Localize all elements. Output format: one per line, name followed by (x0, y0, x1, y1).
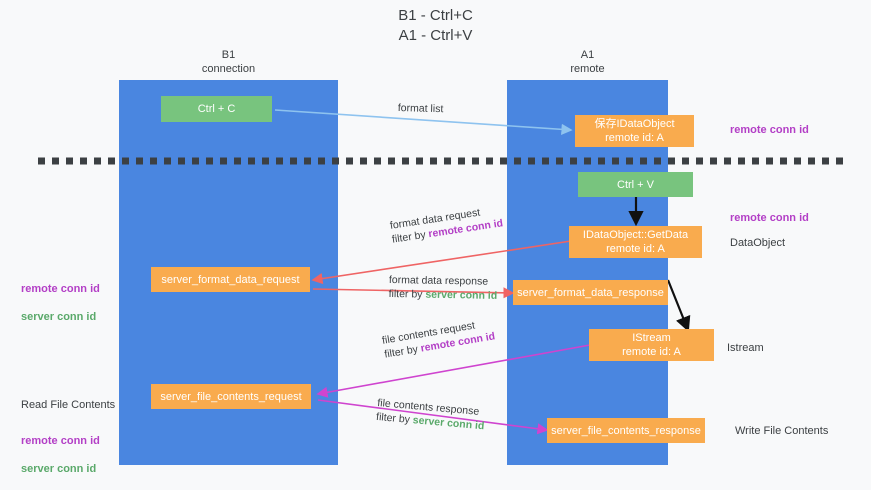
node-save-idataobject[interactable]: 保存IDataObject remote id: A (575, 115, 694, 147)
edge-label-format-list-text: format list (397, 101, 444, 116)
node-server-file-contents-request[interactable]: server_file_contents_request (151, 384, 311, 409)
annotation-remote-conn-id-mid: remote conn id (730, 212, 809, 224)
annotation-left-server-conn-id: server conn id (21, 311, 97, 323)
node-ctrl-c[interactable]: Ctrl + C (161, 96, 272, 122)
annotation-left-server-conn-id-2: server conn id (21, 463, 97, 475)
edge-label-format-list: format list (398, 101, 444, 116)
lane-header-a1: A1 remote (570, 49, 605, 75)
annotation-istream: Istream (727, 342, 764, 354)
edge-label-file-contents-request: file contents request filter by remote c… (381, 316, 496, 362)
edge-label-format-data-request: format data request filter by remote con… (389, 202, 504, 246)
annotation-read-file-contents: Read File Contents (21, 399, 116, 411)
annotation-remote-conn-id-top: remote conn id (730, 124, 809, 136)
annotation-left-read-file-contents-group: Read File Contents remote conn id server… (21, 384, 115, 490)
annotation-left-conn-ids: remote conn id server conn id (21, 268, 100, 338)
annotation-left-remote-conn-id: remote conn id (21, 283, 100, 295)
node-server-file-contents-response[interactable]: server_file_contents_response (547, 418, 705, 443)
node-server-format-data-request[interactable]: server_format_data_request (151, 267, 310, 292)
annotation-left-remote-conn-id-2: remote conn id (21, 435, 100, 447)
diagram-canvas: B1 - Ctrl+C A1 - Ctrl+V B1 connection A1… (21, 7, 850, 475)
node-server-format-data-response[interactable]: server_format_data_response (513, 280, 668, 305)
key-server-conn-id: server conn id (425, 288, 498, 302)
annotation-dataobject: DataObject (730, 237, 786, 249)
node-ctrl-v[interactable]: Ctrl + V (578, 172, 693, 197)
edge-label-file-contents-response: file contents response filter by server … (376, 396, 487, 433)
arrow-response-to-istream (666, 279, 691, 333)
edge-label-format-data-response-line2: filter by server conn id (388, 287, 498, 302)
edge-label-format-data-response: format data response filter by server co… (389, 273, 498, 303)
node-idataobject-getdata[interactable]: IDataObject::GetData remote id: A (569, 226, 702, 258)
diagram-title: B1 - Ctrl+C A1 - Ctrl+V (398, 7, 473, 44)
annotation-write-file-contents: Write File Contents (735, 425, 829, 437)
lane-header-b1: B1 connection (201, 49, 256, 75)
node-istream[interactable]: IStream remote id: A (589, 329, 714, 361)
